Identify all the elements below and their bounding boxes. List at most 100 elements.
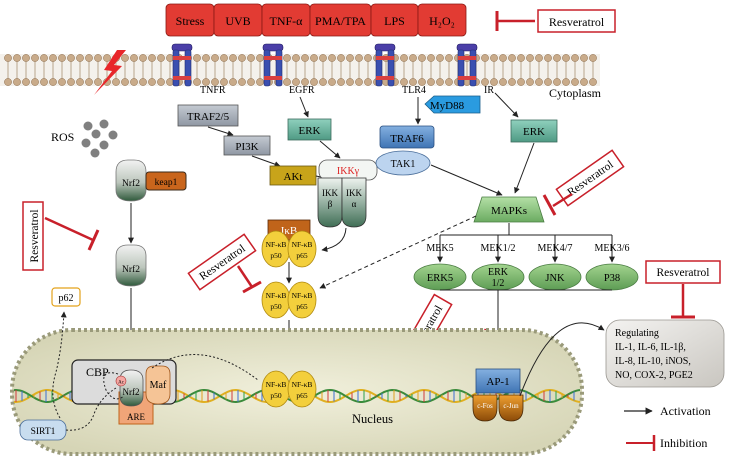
keap1-box bbox=[145, 171, 187, 191]
lipid-head bbox=[85, 54, 93, 62]
dotted-cbp-nfkb bbox=[151, 354, 259, 381]
stimulus-label: H₂O₂ bbox=[429, 14, 455, 28]
mapk-member-label: JNK bbox=[545, 273, 565, 284]
erk-label-egfr: ERK bbox=[299, 125, 321, 137]
lipid-head bbox=[67, 54, 75, 62]
lipid-head bbox=[481, 78, 489, 86]
lipid-head bbox=[4, 78, 12, 86]
ikk-alpha-shape bbox=[341, 177, 367, 228]
resveratrol-box-top bbox=[537, 9, 616, 33]
stimulus-label: TNF-α bbox=[270, 14, 304, 28]
resveratrol-label-far-right: Resveratrol bbox=[656, 267, 709, 279]
ikk-gamma-label: IKKγ bbox=[337, 166, 360, 177]
lipid-head bbox=[49, 78, 57, 86]
lipid-head bbox=[202, 54, 210, 62]
lipid-head bbox=[535, 78, 543, 86]
lipid-head bbox=[121, 78, 129, 86]
lipid-head bbox=[418, 78, 426, 86]
keap1-label: keap1 bbox=[155, 178, 178, 188]
lipid-head bbox=[364, 78, 372, 86]
mek-label: MEK3/6 bbox=[595, 243, 630, 254]
traf25-box bbox=[177, 104, 239, 127]
nrf2-nucleus-label: Nrf2 bbox=[123, 387, 140, 397]
nrf2-free-label: Nrf2 bbox=[122, 264, 140, 275]
regulating-title: Regulating bbox=[615, 328, 659, 339]
receptor-tnfr-label: TNFR bbox=[200, 85, 226, 96]
arrow-erk-ikk bbox=[319, 140, 341, 159]
lipid-head bbox=[238, 54, 246, 62]
lipid-head bbox=[139, 78, 147, 86]
receptor-icon bbox=[262, 43, 284, 87]
lipid-head bbox=[94, 78, 102, 86]
lipid-head bbox=[526, 78, 534, 86]
nfkb-label: NF-κB bbox=[292, 240, 313, 249]
nfkb-p50-label: p50 bbox=[270, 251, 282, 260]
lipid-head bbox=[499, 54, 507, 62]
erk-label-ir: ERK bbox=[523, 126, 545, 138]
nfkb-label: NF-κB bbox=[292, 380, 313, 389]
arrow-traf-pi3k bbox=[207, 126, 234, 137]
lipid-head bbox=[85, 78, 93, 86]
mapk-member-label: ERK5 bbox=[427, 273, 453, 284]
lipid-head bbox=[94, 54, 102, 62]
erk-box-egfr bbox=[287, 118, 332, 141]
lipid-head bbox=[544, 54, 552, 62]
left-inhibition-bar bbox=[87, 229, 100, 251]
lipid-head bbox=[211, 54, 219, 62]
acetylation-loop bbox=[103, 372, 125, 400]
mapk-member-label: P38 bbox=[604, 273, 620, 284]
lipid-head bbox=[148, 78, 156, 86]
lipid-head bbox=[256, 54, 264, 62]
receptor-tlr4-label: TLR4 bbox=[402, 85, 426, 96]
nfkb-p50-shape bbox=[261, 230, 291, 268]
lipid-head bbox=[58, 78, 66, 86]
akt-box bbox=[269, 165, 317, 186]
receptor-egfr-label: EGFR bbox=[289, 85, 315, 96]
lipid-head bbox=[589, 54, 597, 62]
mek-label: MEK1/2 bbox=[481, 243, 516, 254]
lipid-head bbox=[355, 78, 363, 86]
lipid-head bbox=[67, 78, 75, 86]
maf-shape bbox=[145, 365, 171, 405]
resveratrol-box-far-right bbox=[645, 260, 721, 284]
lipid-head bbox=[418, 54, 426, 62]
nfkb-p65-label: p65 bbox=[296, 391, 308, 400]
lipid-head bbox=[301, 78, 309, 86]
lipid-head bbox=[499, 78, 507, 86]
ap1-label: AP-1 bbox=[486, 376, 509, 388]
lipid-head bbox=[292, 78, 300, 86]
lipid-head bbox=[337, 78, 345, 86]
lipid-head bbox=[436, 54, 444, 62]
lipid-head bbox=[346, 54, 354, 62]
lipid-head bbox=[76, 78, 84, 86]
stimulus-label: LPS bbox=[384, 14, 405, 28]
pi3k-box bbox=[223, 135, 271, 156]
regulating-box bbox=[605, 319, 725, 388]
lipid-head bbox=[319, 78, 327, 86]
lipid-head bbox=[337, 54, 345, 62]
lipid-head bbox=[220, 78, 228, 86]
nfkb-label: NF-κB bbox=[266, 291, 287, 300]
lipid-head bbox=[445, 54, 453, 62]
resveratrol-box-middle bbox=[187, 233, 257, 291]
nfkb-p50-label: p50 bbox=[270, 302, 282, 311]
lipid-head bbox=[31, 54, 39, 62]
ac-label: Ac bbox=[118, 381, 125, 386]
nfkb-p50-label: p50 bbox=[270, 391, 282, 400]
traf25-label: TRAF2/5 bbox=[187, 111, 230, 123]
resveratrol-box-middle-group: Resveratrol bbox=[187, 233, 257, 291]
akt-label: AKt bbox=[284, 171, 303, 183]
lipid-head bbox=[544, 78, 552, 86]
arrow-erk-mapks bbox=[514, 142, 535, 194]
nfkb-label: NF-κB bbox=[266, 240, 287, 249]
legend-inhibition-label: Inhibition bbox=[660, 436, 707, 450]
lipid-head bbox=[571, 78, 579, 86]
lipid-head bbox=[4, 54, 12, 62]
lipid-head bbox=[139, 54, 147, 62]
arrow-ap1-regulating bbox=[519, 322, 605, 397]
